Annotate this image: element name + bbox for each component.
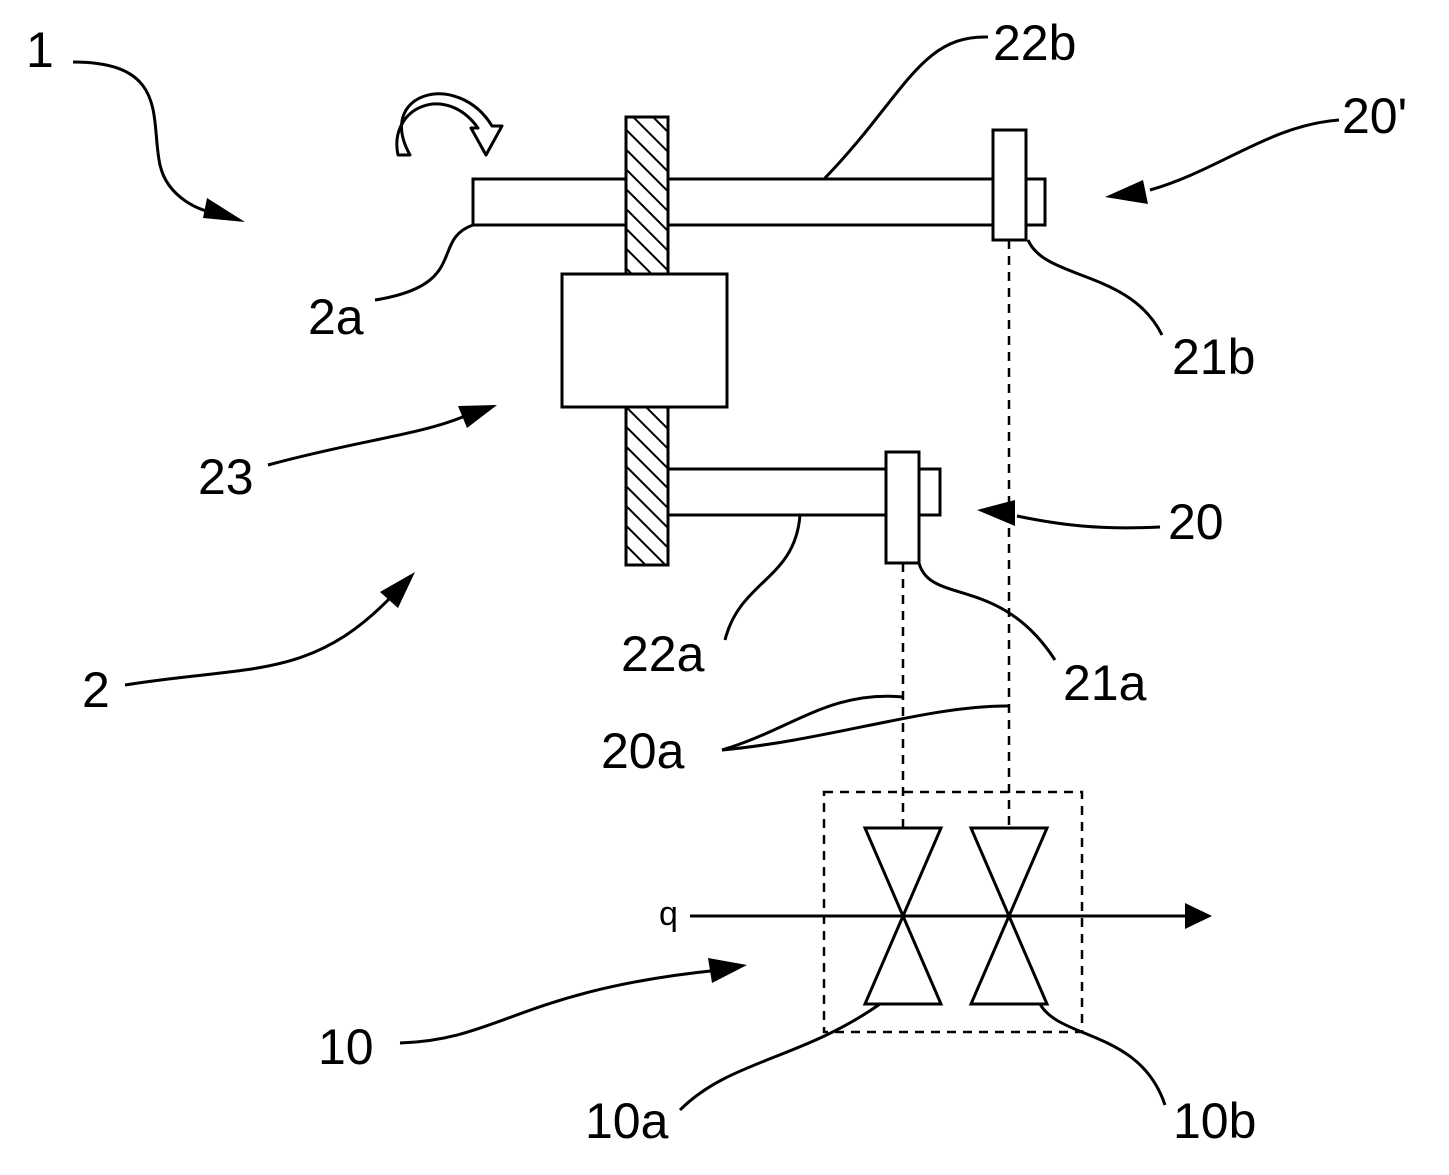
arrow-head-icon bbox=[977, 500, 1015, 526]
arrow-head-icon bbox=[458, 405, 497, 428]
label-signal-lines: 20a bbox=[601, 723, 685, 779]
label-arm-a: 22a bbox=[621, 626, 705, 682]
label-unit-upper: 20' bbox=[1342, 88, 1407, 144]
label-gear-body: 23 bbox=[198, 449, 254, 505]
label-valve-b: 10b bbox=[1173, 1093, 1256, 1149]
rotation-arrow-icon bbox=[397, 94, 502, 155]
label-sensor-a: 21a bbox=[1063, 655, 1147, 711]
lower-arm bbox=[668, 469, 886, 515]
label-axis-end: 2a bbox=[308, 289, 364, 345]
leader-lines bbox=[73, 37, 1339, 1110]
label-system: 1 bbox=[26, 22, 54, 78]
upper-arm bbox=[473, 179, 993, 225]
lower-arm-stub bbox=[919, 469, 940, 515]
label-sensor-b: 21b bbox=[1172, 329, 1255, 385]
lower-sensor-block bbox=[886, 452, 919, 563]
arrow-head-icon bbox=[1105, 180, 1148, 204]
flow-arrow-head-icon bbox=[1185, 903, 1212, 929]
label-arm-b: 22b bbox=[993, 15, 1076, 71]
label-unit-lower: 20 bbox=[1168, 494, 1224, 550]
arrow-head-icon bbox=[203, 198, 245, 222]
label-valve-a: 10a bbox=[585, 1093, 669, 1149]
upper-sensor-block bbox=[993, 130, 1026, 240]
upper-arm-stub bbox=[1026, 179, 1045, 225]
label-flow: q bbox=[659, 895, 678, 933]
gear-body-block bbox=[562, 274, 727, 407]
arrow-head-icon bbox=[708, 958, 747, 983]
label-valve-group: 10 bbox=[318, 1019, 374, 1075]
label-device: 2 bbox=[82, 662, 110, 718]
